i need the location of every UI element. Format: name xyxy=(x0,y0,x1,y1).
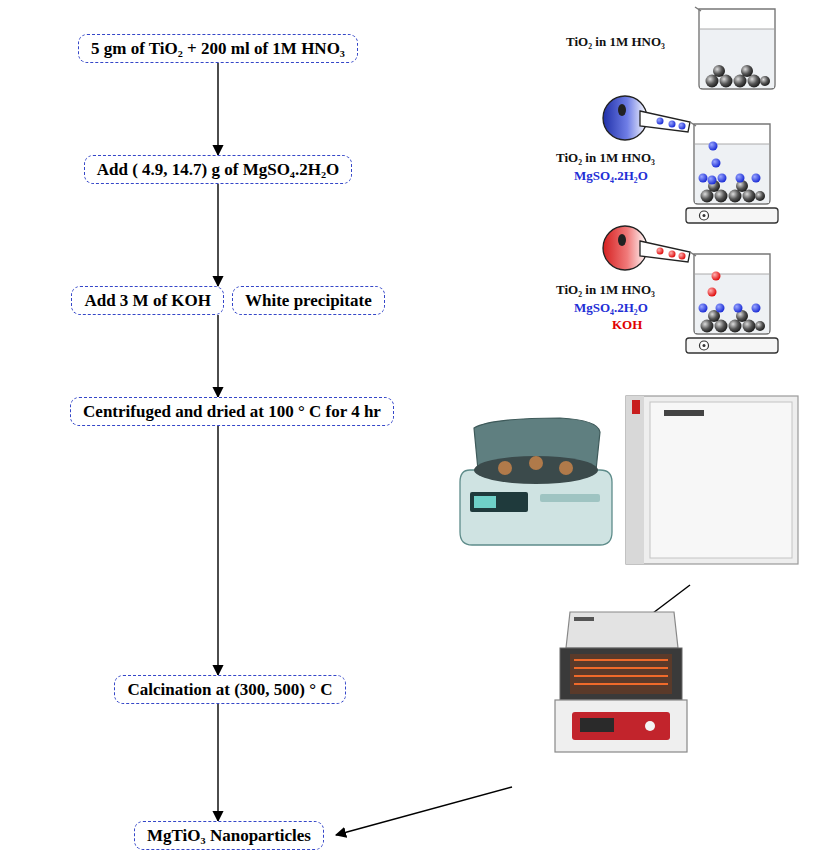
beaker-koh xyxy=(686,338,778,353)
centrifuge xyxy=(470,492,528,512)
reagent-label: TiO₂ in 1M HNO₃ xyxy=(566,34,665,49)
muffle-furnace xyxy=(570,654,672,694)
muffle-furnace xyxy=(555,612,687,752)
beaker-mgso4 xyxy=(699,174,708,183)
flask-red xyxy=(669,251,676,258)
flask-red xyxy=(657,248,664,255)
beaker-koh xyxy=(708,288,717,297)
process-box: Centrifuged and dried at 100 ° C for 4 h… xyxy=(70,397,394,426)
beaker-koh xyxy=(699,304,708,313)
flask-red xyxy=(603,226,690,270)
beaker-mgso4 xyxy=(686,208,778,223)
centrifuge xyxy=(474,496,496,508)
flow-arrow xyxy=(217,704,218,821)
beaker-mgso4 xyxy=(752,174,761,183)
centrifuge xyxy=(540,494,600,502)
centrifuge xyxy=(529,456,543,470)
drying-oven xyxy=(650,402,792,558)
flask-blue xyxy=(679,123,686,130)
beaker-mgso4 xyxy=(708,176,717,185)
muffle-furnace xyxy=(574,617,594,621)
step-arrow xyxy=(336,787,512,835)
muffle-furnace xyxy=(574,683,668,685)
drying-oven xyxy=(626,396,644,564)
muffle-furnace xyxy=(555,700,687,752)
muffle-furnace xyxy=(574,675,668,677)
beaker-koh xyxy=(686,252,778,353)
drying-oven xyxy=(664,410,704,416)
flask-blue xyxy=(640,111,690,132)
beaker-koh xyxy=(752,304,761,313)
beaker-mgso4 xyxy=(709,142,718,151)
beaker-mgso4 xyxy=(736,174,745,183)
flow-arrow xyxy=(217,426,218,675)
step-text: White precipitate xyxy=(245,290,372,311)
beaker-mgso4 xyxy=(712,159,721,168)
muffle-furnace xyxy=(645,721,655,731)
reagent-label: MgSO₄.2H₂O xyxy=(574,168,648,183)
muffle-furnace xyxy=(580,718,614,732)
process-box: Add 3 M of KOH xyxy=(71,286,224,315)
flask-blue xyxy=(657,118,664,125)
flow-arrow xyxy=(217,184,218,286)
beaker-mgso4 xyxy=(686,122,778,223)
flask-blue xyxy=(603,96,690,140)
centrifuge xyxy=(559,461,573,475)
step-text: Centrifuged and dried at 100 ° C for 4 h… xyxy=(83,401,381,422)
flask-red xyxy=(679,253,686,260)
drying-oven xyxy=(632,400,640,414)
muffle-furnace xyxy=(574,667,668,669)
reagent-label: MgSO₄.2H₂O xyxy=(574,300,648,315)
flask-blue xyxy=(669,121,676,128)
beaker-mgso4 xyxy=(690,122,770,204)
flow-arrow xyxy=(217,315,218,397)
reagent-label: TiO₂ in 1M HNO₃ xyxy=(556,282,655,297)
process-box: Add ( 4.9, 14.7) g of MgSO₄.2H₂O xyxy=(84,155,353,184)
beaker-tio2 xyxy=(695,7,775,89)
beaker-mgso4 xyxy=(718,174,727,183)
step-text: Add ( 4.9, 14.7) g of MgSO₄.2H₂O xyxy=(97,159,340,180)
step-text: Add 3 M of KOH xyxy=(84,290,211,311)
flask-red xyxy=(640,241,690,262)
step-text: 5 gm of TiO₂ + 200 ml of 1M HNO₃ xyxy=(91,38,345,59)
drying-oven xyxy=(626,396,798,564)
process-box: 5 gm of TiO₂ + 200 ml of 1M HNO₃ xyxy=(78,34,358,63)
step-text: Calcination at (300, 500) ° C xyxy=(127,679,332,700)
centrifuge xyxy=(498,461,512,475)
reagent-label: TiO₂ in 1M HNO₃ xyxy=(556,150,655,165)
beaker-koh xyxy=(734,304,743,313)
process-box: MgTiO₃ Nanoparticles xyxy=(134,821,324,850)
reagent-label: KOH xyxy=(612,317,642,332)
process-box: White precipitate xyxy=(232,286,385,315)
beaker-koh xyxy=(690,252,770,334)
muffle-furnace xyxy=(574,659,668,661)
beaker-koh xyxy=(712,272,721,281)
muffle-furnace xyxy=(560,648,682,700)
beaker-tio2 xyxy=(695,7,775,89)
flask-blue xyxy=(618,104,626,116)
drying-oven xyxy=(626,396,798,564)
centrifuge xyxy=(460,418,612,545)
flow-arrow xyxy=(217,63,218,155)
flask-red xyxy=(618,234,626,246)
centrifuge xyxy=(474,456,598,484)
beaker-koh xyxy=(716,304,725,313)
muffle-furnace xyxy=(566,612,678,648)
muffle-furnace xyxy=(572,712,670,740)
step-text: MgTiO₃ Nanoparticles xyxy=(147,825,311,846)
process-box: Calcination at (300, 500) ° C xyxy=(114,675,345,704)
